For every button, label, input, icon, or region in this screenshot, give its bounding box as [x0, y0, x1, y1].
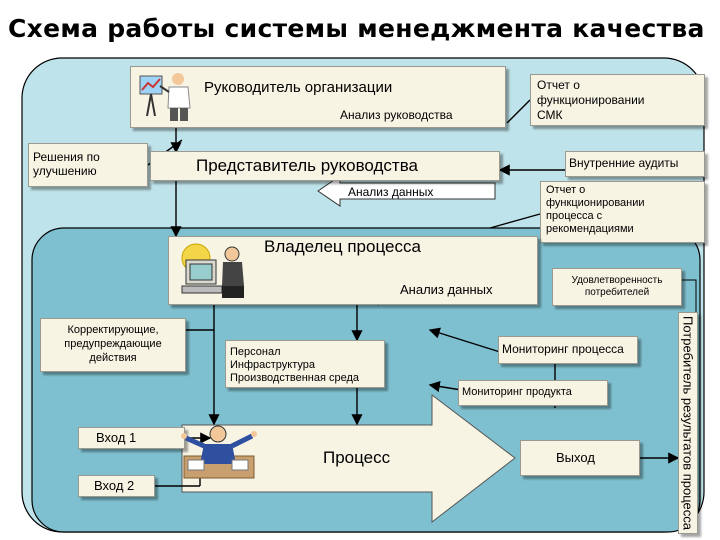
internal-audits-label: Внутренние аудиты	[569, 156, 679, 170]
presenter-clipart-icon	[139, 73, 191, 121]
smk-report-box	[530, 74, 705, 126]
computer-worker-clipart-icon	[181, 243, 244, 298]
head-box	[130, 66, 506, 128]
process-monitoring-label: Мониторинг процесса	[502, 342, 624, 356]
improvement-box	[28, 143, 148, 187]
internal-audits-box	[565, 151, 705, 177]
product-monitoring-label: Мониторинг продукта	[462, 386, 572, 398]
process-label: Процесс	[323, 448, 391, 467]
output-label: Выход	[556, 450, 595, 465]
process-owner-label: Владелец процесса	[264, 237, 421, 256]
input2-label: Вход 2	[94, 478, 135, 493]
data-analysis-label-1: Анализ данных	[348, 185, 434, 199]
input1-label: Вход 1	[96, 430, 137, 445]
data-analysis-arrow-1	[317, 175, 496, 207]
process-report-box	[540, 181, 705, 243]
page-title: Схема работы системы менеджмента качеств…	[8, 14, 705, 43]
representative-box	[150, 151, 500, 181]
head-label: Руководитель организации	[204, 79, 393, 96]
representative-label: Представитель руководства	[196, 156, 419, 175]
busy-worker-clipart-icon	[181, 425, 257, 479]
resources-box	[225, 340, 385, 388]
process-monitoring-box	[498, 336, 638, 364]
corrective-box	[40, 318, 186, 372]
customer-label: Потребитель результатов процесса	[680, 316, 696, 530]
data-analysis-label-2: Анализ данных	[400, 282, 493, 297]
customer-box: Потребитель результатов процесса	[678, 312, 698, 534]
input2-box	[78, 475, 155, 497]
process-arrow	[181, 393, 516, 524]
satisfaction-box	[552, 268, 682, 306]
mgmt-review-label: Анализ руководства	[340, 108, 453, 122]
product-monitoring-box	[458, 380, 608, 406]
output-box	[520, 440, 640, 476]
